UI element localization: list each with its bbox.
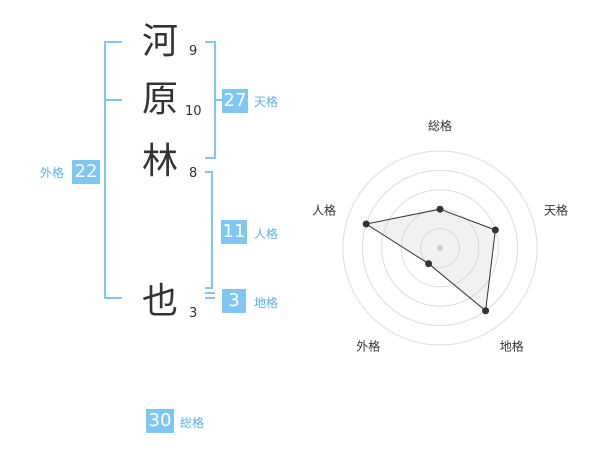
radar-axis-label: 天格 (544, 202, 568, 217)
radar-center (437, 245, 443, 251)
radar-axis-label: 人格 (312, 202, 336, 217)
name-char-1: 河 (142, 21, 179, 62)
gaikaku-bracket (104, 41, 122, 299)
radar-ring (420, 228, 460, 268)
radar-area (364, 208, 496, 312)
jinkaku-bracket (205, 171, 213, 289)
chikaku-value: 3 (222, 289, 246, 313)
jinkaku-value: 11 (221, 220, 247, 244)
gaikaku-label: 外格 (40, 166, 65, 180)
radar-point-0 (436, 205, 444, 213)
radar-point-3 (425, 260, 433, 268)
stroke-count-2: 10 (185, 104, 202, 119)
radar-ring (342, 150, 538, 346)
name-char-3: 林 (142, 141, 179, 182)
tenkaku-value: 27 (222, 89, 248, 113)
chikaku-label: 地格 (254, 296, 279, 310)
radar-axis-label: 地格 (500, 339, 524, 354)
radar-axis-label: 総格 (428, 118, 452, 133)
gaikaku-value: 22 (72, 160, 100, 184)
jinkaku-label: 人格 (254, 227, 279, 241)
radar-ring (361, 169, 519, 327)
stroke-count-3: 8 (189, 166, 198, 181)
radar-point-1 (491, 226, 499, 234)
name-char-4: 也 (142, 281, 179, 322)
radar-point-4 (362, 220, 370, 228)
radar-point-2 (482, 307, 490, 315)
soukaku-value: 30 (146, 409, 174, 433)
name-char-2: 原 (142, 79, 179, 120)
stroke-count-4: 3 (189, 306, 198, 321)
tenkaku-label: 天格 (254, 95, 279, 109)
stroke-count-1: 9 (189, 44, 198, 59)
soukaku-label: 総格 (180, 416, 205, 430)
radar-ring (381, 189, 499, 307)
radar-axis-label: 外格 (356, 339, 380, 354)
